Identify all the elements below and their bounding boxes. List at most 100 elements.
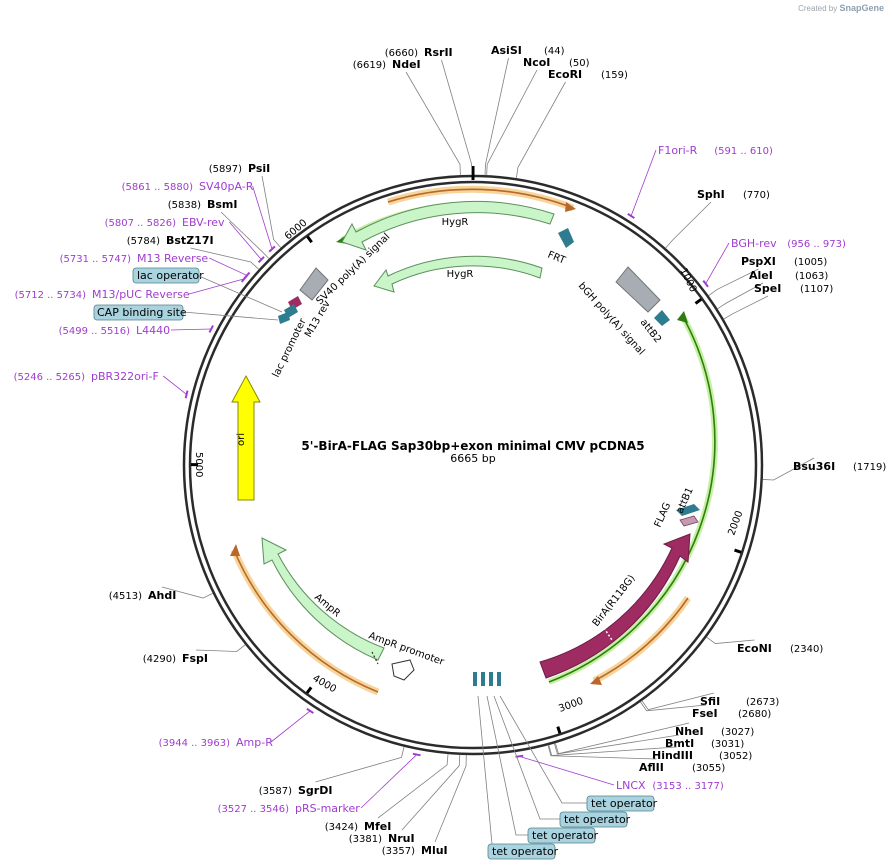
- primer-name-pRS-marker: pRS-marker: [295, 802, 360, 815]
- hygr-inner-label: HygR: [447, 269, 474, 280]
- enzyme-leader-FspI: [195, 644, 246, 652]
- ampr-orf-line: [233, 549, 379, 693]
- enzyme-name-NruI: NruI: [388, 832, 415, 845]
- svg-text:lac operator: lac operator: [137, 269, 204, 282]
- enzyme-pos-SgrDI: (3587): [259, 786, 292, 797]
- bira-dashed-mark: [603, 627, 613, 641]
- enzyme-name-RsrII: RsrII: [424, 46, 453, 59]
- enzyme-leader-AleI: [717, 282, 764, 310]
- enzyme-leader-AhdI: [161, 586, 214, 599]
- tet-operator-mark-4: [497, 672, 501, 686]
- primer-leader-LNCX: [519, 755, 615, 786]
- primer-layer: F1ori-R(591 .. 610)BGH-rev(956 .. 973)LN…: [14, 144, 846, 815]
- primer-name-EBV-rev: EBV-rev: [182, 216, 225, 229]
- svg-text:tet operator: tet operator: [591, 797, 658, 810]
- primer-range-L4440: (5499 .. 5516): [59, 326, 131, 337]
- boxed-tet-operator-2: tet operator: [493, 695, 631, 828]
- primer-range-SV40pA-R: (5861 .. 5880): [122, 182, 194, 193]
- flag-label: FLAG: [653, 501, 674, 529]
- enzyme-pos-PspXI: (1005): [794, 257, 827, 268]
- enzyme-name-EcoRI: EcoRI: [548, 68, 582, 81]
- primer-mark-Amp-R: [306, 707, 314, 714]
- enzyme-leader-SpeI: [723, 295, 769, 320]
- tick-label-2000: 2000: [726, 509, 745, 537]
- enzyme-leader-NruI: [401, 754, 461, 831]
- hygr-arrow-inner: [373, 255, 543, 293]
- primer-leader-pBR322ori-F: [162, 375, 187, 395]
- tick-mark-4000: [305, 686, 313, 694]
- enzyme-name-Bsu36I: Bsu36I: [793, 460, 835, 473]
- primer-leader-M13 Reverse: [209, 257, 248, 276]
- primer-range-pBR322ori-F: (5246 .. 5265): [14, 372, 86, 383]
- primer-name-pBR322ori-F: pBR322ori-F: [91, 370, 159, 383]
- enzyme-name-NcoI: NcoI: [523, 56, 550, 69]
- hygr-orf-arrowhead: [565, 202, 576, 212]
- enzyme-pos-AleI: (1063): [795, 271, 828, 282]
- sv40-polya-feature: [299, 267, 329, 301]
- enzyme-name-EcoNI: EcoNI: [737, 642, 772, 655]
- ori-arrow: [231, 374, 261, 501]
- boxed-tet-operator-3: tet operator: [486, 695, 599, 844]
- m13rev-label: M13 rev: [303, 299, 333, 340]
- enzyme-pos-HindIII: (3052): [719, 751, 752, 762]
- svg-text:CAP binding site: CAP binding site: [97, 306, 187, 319]
- primer-name-M13/pUC Reverse: M13/pUC Reverse: [92, 288, 190, 301]
- tick-label-4000: 4000: [311, 673, 339, 695]
- enzyme-pos-MluI: (3357): [382, 846, 415, 857]
- enzyme-pos-BstZ17I: (5784): [127, 236, 160, 247]
- enzyme-name-NdeI: NdeI: [392, 58, 421, 71]
- enzyme-pos-SphI: (770): [743, 190, 770, 201]
- primer-name-LNCX: LNCX: [616, 779, 646, 792]
- enzyme-leader-Bsu36I: [762, 457, 815, 481]
- enzyme-pos-FspI: (4290): [143, 654, 176, 665]
- svg-text:tet operator: tet operator: [492, 845, 559, 858]
- enzyme-leader-NcoI: [486, 69, 538, 176]
- enzyme-pos-NruI: (3381): [349, 834, 382, 845]
- enzyme-leader-PsiI: [261, 175, 282, 249]
- orf-orange-line: [593, 597, 689, 682]
- enzyme-pos-BsmI: (5838): [168, 200, 201, 211]
- enzyme-name-HindIII: HindIII: [652, 749, 693, 762]
- snapgene-logo: SnapGene: [839, 3, 884, 13]
- primer-range-M13/pUC Reverse: (5712 .. 5734): [15, 290, 87, 301]
- enzyme-name-FseI: FseI: [692, 707, 718, 720]
- enzyme-pos-RsrII: (6660): [385, 48, 418, 59]
- primer-mark-L4440: [208, 325, 214, 333]
- primer-mark-pRS-marker: [412, 752, 421, 757]
- enzyme-name-MfeI: MfeI: [364, 820, 391, 833]
- primer-range-F1ori-R: (591 .. 610): [714, 146, 773, 157]
- primer-leader-L4440: [170, 328, 212, 331]
- hygr-outer-label: HygR: [442, 217, 469, 228]
- primer-range-M13 Reverse: (5731 .. 5747): [60, 254, 132, 265]
- bgh-polya-feature: [615, 266, 661, 313]
- ori-label: ori: [236, 433, 247, 446]
- primer-mark-pBR322ori-F: [184, 390, 189, 399]
- enzyme-leader-BstZ17I: [190, 247, 260, 270]
- enzyme-leader-FseI: [640, 701, 707, 712]
- enzyme-pos-NcoI: (50): [569, 58, 590, 69]
- enzyme-leader-BmtI: [553, 734, 680, 755]
- tet-operator-mark-1: [473, 672, 477, 686]
- primer-name-Amp-R: Amp-R: [236, 736, 273, 749]
- enzyme-leader-SfiI: [641, 692, 715, 711]
- frt-label: FRT: [546, 250, 568, 267]
- boxed-lac-operator: lac operator: [132, 267, 283, 313]
- attb1-feature: [676, 504, 700, 516]
- tick-mark-6000: [306, 235, 313, 244]
- bira-arrow: [539, 533, 691, 679]
- backbone-inner-ring: [188, 180, 758, 750]
- enzyme-name-BstZ17I: BstZ17I: [166, 234, 214, 247]
- primer-leader-BGH-rev: [705, 242, 730, 284]
- enzyme-name-SgrDI: SgrDI: [298, 784, 332, 797]
- enzyme-pos-Bsu36I: (1719): [853, 462, 886, 473]
- primer-range-LNCX: (3153 .. 3177): [652, 781, 724, 792]
- enzyme-name-AsiSI: AsiSI: [491, 44, 522, 57]
- primer-mark-EBV-rev: [257, 256, 265, 264]
- enzyme-leader-NdeI: [405, 71, 461, 176]
- primer-leader-Amp-R: [270, 710, 311, 743]
- enzyme-leader-AflII: [547, 745, 657, 760]
- primer-mark-BGH-rev: [702, 279, 709, 288]
- lac-promoter-label: lac promoter: [271, 316, 309, 379]
- primer-mark-SV40pA-R: [268, 245, 276, 253]
